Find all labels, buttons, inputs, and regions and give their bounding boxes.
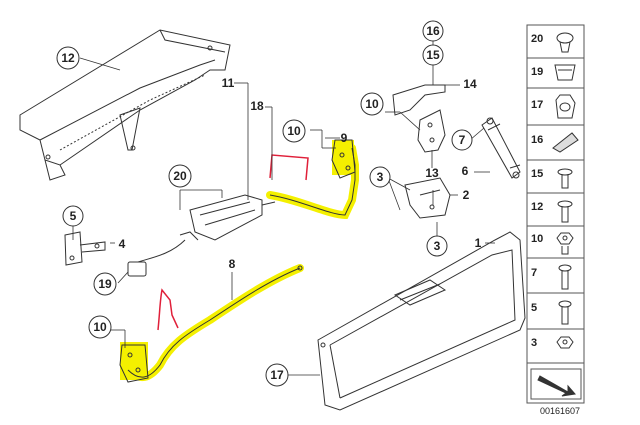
svg-text:17: 17 xyxy=(270,368,284,382)
svg-text:2: 2 xyxy=(463,188,470,202)
callout-2: 2 xyxy=(463,188,470,202)
panel-label-7: 7 xyxy=(531,267,537,279)
screw-15-icon xyxy=(557,168,573,189)
callout-14: 14 xyxy=(463,77,477,91)
red-mark-lower xyxy=(157,288,179,331)
panel-label-5: 5 xyxy=(531,302,537,314)
svg-text:4: 4 xyxy=(119,237,126,251)
svg-text:16: 16 xyxy=(426,24,440,38)
svg-text:10: 10 xyxy=(287,124,301,138)
callout-16: 16 xyxy=(422,20,444,42)
part-4-bracket xyxy=(64,231,106,266)
svg-text:14: 14 xyxy=(463,77,477,91)
cap-16-icon xyxy=(552,132,579,153)
callout-17: 17 xyxy=(265,363,289,387)
callout-7: 7 xyxy=(451,129,473,151)
svg-text:19: 19 xyxy=(98,277,112,291)
callout-10-right: 10 xyxy=(360,92,384,116)
svg-text:7: 7 xyxy=(459,133,466,147)
callout-1: 1 xyxy=(475,236,482,250)
svg-text:6: 6 xyxy=(462,164,469,178)
svg-text:13: 13 xyxy=(425,166,439,180)
screw-5-icon xyxy=(558,300,572,325)
svg-text:3: 3 xyxy=(377,170,384,184)
svg-text:10: 10 xyxy=(365,97,379,111)
callout-18: 18 xyxy=(250,99,264,113)
red-mark-upper xyxy=(269,154,309,181)
callout-15: 15 xyxy=(422,44,444,66)
bolt-7-icon xyxy=(558,264,572,290)
callout-5: 5 xyxy=(62,205,84,227)
panel-label-20: 20 xyxy=(531,33,543,45)
callout-13: 13 xyxy=(425,166,439,180)
part-14-hinge xyxy=(392,84,446,153)
svg-text:11: 11 xyxy=(222,76,235,90)
part-8-cable xyxy=(119,264,304,383)
svg-text:3: 3 xyxy=(434,239,441,253)
nut-10-icon xyxy=(556,232,574,255)
svg-text:9: 9 xyxy=(341,131,348,145)
callout-3-upper: 3 xyxy=(369,166,391,188)
callouts: 12 11 18 20 5 4 19 8 10 9 10 16 15 14 10… xyxy=(56,20,482,387)
clip-20-icon xyxy=(556,32,574,53)
part-2-bracket xyxy=(404,177,451,219)
svg-text:1: 1 xyxy=(475,236,482,250)
svg-text:20: 20 xyxy=(173,169,187,183)
callout-10-lower: 10 xyxy=(88,315,112,339)
panel-label-16: 16 xyxy=(531,134,543,146)
clip-19-icon xyxy=(554,64,576,81)
callout-10-upper: 10 xyxy=(282,119,306,143)
panel-label-17: 17 xyxy=(531,99,543,111)
callout-12: 12 xyxy=(56,46,80,70)
callout-4: 4 xyxy=(119,237,126,251)
callout-20: 20 xyxy=(168,164,192,188)
nut-3-icon xyxy=(556,336,574,349)
diagram-code: 00161607 xyxy=(540,406,580,416)
panel-label-12: 12 xyxy=(531,201,543,213)
svg-text:5: 5 xyxy=(70,209,77,223)
callout-3-lower: 3 xyxy=(426,235,448,257)
callout-11: 11 xyxy=(222,76,235,90)
grommet-17-icon xyxy=(555,94,576,119)
panel-label-10: 10 xyxy=(531,233,543,245)
screw-12-icon xyxy=(557,200,573,223)
fastener-panel: 20 19 17 16 15 12 10 7 5 3 xyxy=(526,24,585,404)
svg-text:12: 12 xyxy=(61,51,75,65)
red-annotations xyxy=(157,154,309,331)
panel-label-3: 3 xyxy=(531,337,537,349)
arrow-icon xyxy=(530,368,582,400)
svg-text:8: 8 xyxy=(229,257,236,271)
callout-9: 9 xyxy=(341,131,348,145)
part-12-carrier xyxy=(19,29,231,181)
svg-text:10: 10 xyxy=(93,320,107,334)
callout-8: 8 xyxy=(229,257,236,271)
part-6-strut xyxy=(481,117,521,179)
panel-label-19: 19 xyxy=(531,66,543,78)
callout-6: 6 xyxy=(462,164,469,178)
part-9-lock xyxy=(266,139,359,220)
svg-text:18: 18 xyxy=(250,99,264,113)
panel-label-15: 15 xyxy=(531,168,543,180)
callout-19: 19 xyxy=(93,272,117,296)
part-20-actuator xyxy=(127,194,276,277)
part-17-panel xyxy=(317,231,526,411)
svg-text:15: 15 xyxy=(426,48,440,62)
